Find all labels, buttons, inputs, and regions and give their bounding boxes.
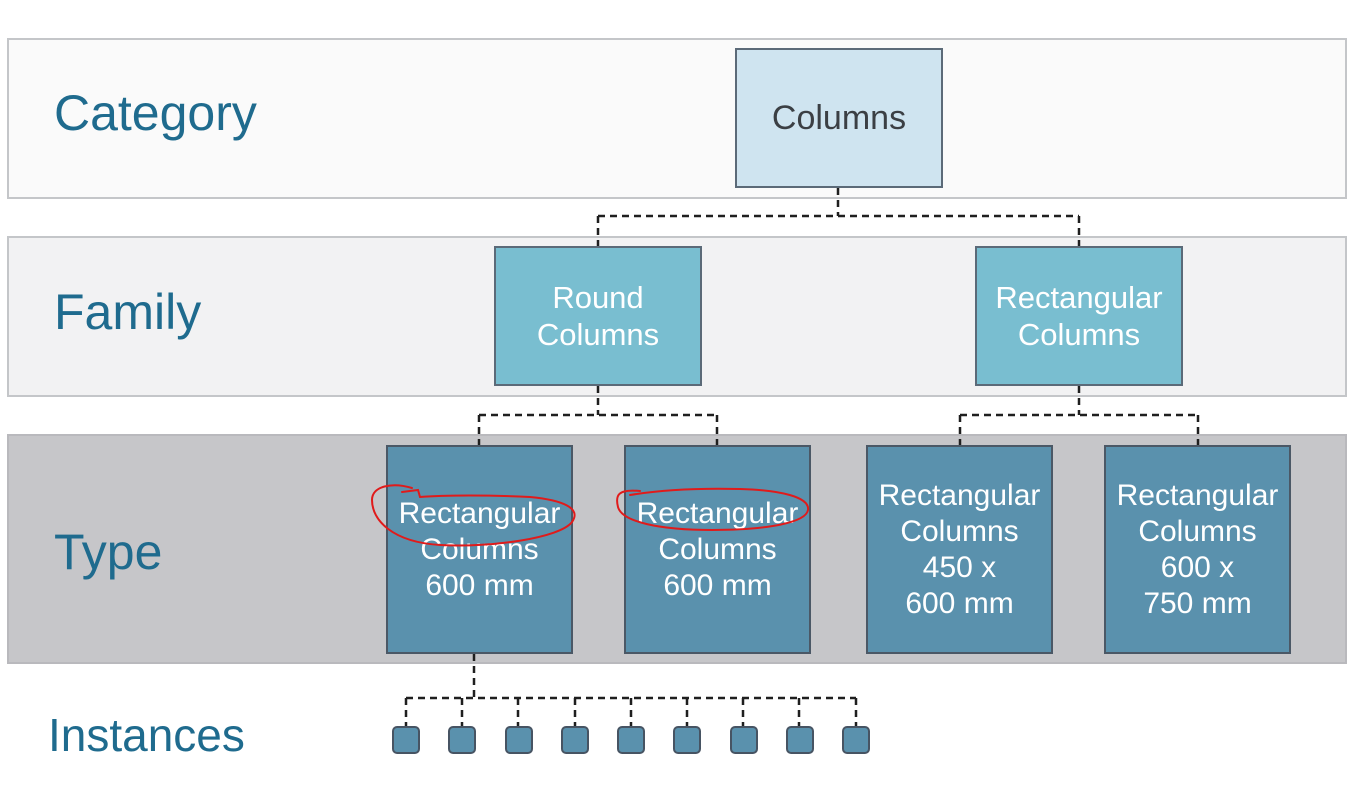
instance-square: [448, 726, 476, 754]
family-node-line: Rectangular: [995, 279, 1163, 315]
type-node-line: Rectangular: [878, 478, 1041, 512]
type-node-line: Columns: [1138, 514, 1257, 548]
category-node-label: Columns: [771, 98, 907, 137]
red-annotation-circle-2: [616, 487, 810, 532]
instance-square: [842, 726, 870, 754]
type-level-label: Type: [54, 524, 163, 580]
type-to-instances-connector: [406, 654, 856, 700]
type-node-4: Rectangular Columns 600 x 750 mm: [1104, 445, 1291, 654]
category-node-columns: Columns: [735, 48, 943, 188]
instance-square: [561, 726, 589, 754]
instance-drop-lines: [404, 698, 858, 726]
type-node-line: Rectangular: [1116, 478, 1279, 512]
red-annotation-circle-1: [370, 484, 576, 547]
instance-square: [730, 726, 758, 754]
type-node-line: Columns: [420, 532, 539, 566]
category-level-label: Category: [54, 85, 257, 141]
category-to-family-connector: [596, 188, 1081, 246]
type-node-line: 600 mm: [905, 586, 1014, 620]
type-node-line: 750 mm: [1143, 586, 1252, 620]
instance-square: [673, 726, 701, 754]
type-node-line: 450 x: [922, 550, 997, 584]
family-node-line: Columns: [1017, 317, 1141, 352]
type-node-line: 600 mm: [425, 568, 534, 602]
type-node-2: Rectangular Columns 600 mm: [624, 445, 811, 654]
instances-level-label: Instances: [48, 709, 245, 761]
type-node-1: Rectangular Columns 600 mm: [386, 445, 573, 654]
type-node-line: 600 mm: [663, 568, 772, 602]
type-node-line: Columns: [658, 532, 777, 566]
family-node-line: Columns: [536, 317, 660, 352]
family-node-line: Round: [552, 279, 644, 315]
type-node-line: 600 x: [1160, 550, 1235, 584]
type-node-line: Rectangular: [636, 496, 799, 530]
instance-square: [392, 726, 420, 754]
rect-family-to-types-connector: [958, 386, 1200, 445]
family-level-label: Family: [54, 284, 202, 340]
instance-square: [617, 726, 645, 754]
type-node-3: Rectangular Columns 450 x 600 mm: [866, 445, 1053, 654]
family-node-rectangular-columns: Rectangular Columns: [975, 246, 1183, 386]
family-node-round-columns: Round Columns: [494, 246, 702, 386]
category-band: [7, 38, 1347, 199]
instance-square: [786, 726, 814, 754]
type-node-line: Rectangular: [398, 496, 561, 530]
round-family-to-types-connector: [477, 386, 719, 445]
type-node-line: Columns: [900, 514, 1019, 548]
instance-square: [505, 726, 533, 754]
